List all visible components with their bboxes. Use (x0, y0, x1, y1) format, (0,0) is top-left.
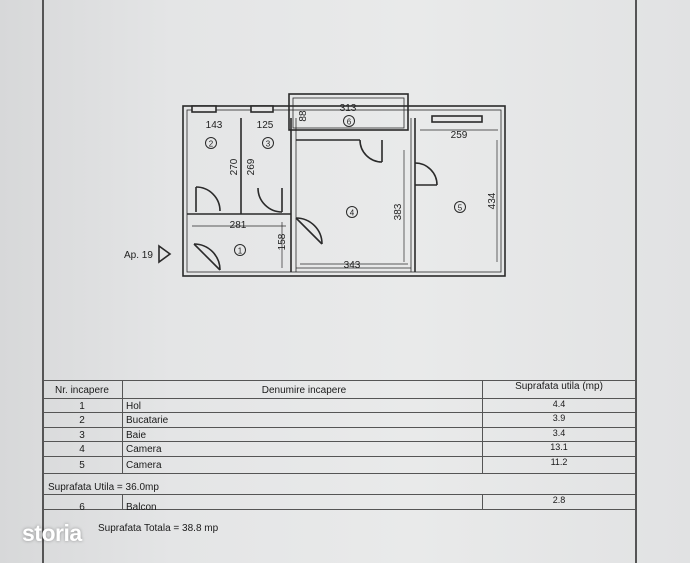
dim-125: 125 (257, 120, 274, 131)
row-name: Camera (126, 459, 162, 471)
row-area: 13.1 (550, 442, 568, 452)
table-row: 3 Baie 3.4 (42, 427, 636, 442)
dim-88: 88 (298, 110, 309, 122)
dim-158: 158 (277, 233, 288, 250)
dim-434: 434 (487, 192, 498, 209)
room-marker-4: 4 (350, 209, 355, 218)
row-nr: 4 (79, 444, 85, 455)
room-marker-3: 3 (266, 140, 271, 149)
dim-383: 383 (393, 203, 404, 220)
row-area: 2.8 (552, 495, 566, 505)
dim-343: 343 (344, 260, 361, 271)
row-nr: 5 (79, 459, 85, 471)
dim-281: 281 (230, 220, 247, 231)
row-name: Balcon (126, 501, 157, 513)
header-area: Suprafata utila (mp) (515, 381, 603, 392)
floor-plan: 143 125 313 259 281 343 88 270 269 158 3… (124, 93, 506, 277)
balcony-row: 6 Balcon 2.8 (42, 494, 636, 513)
row-name: Baie (126, 429, 147, 441)
entrance-label: Ap. 19 (124, 250, 153, 261)
suprafata-totala: Suprafata Totala = 38.8 mp (98, 523, 219, 534)
row-area: 3.4 (552, 428, 566, 438)
row-nr: 6 (79, 501, 85, 513)
suprafata-utila: Suprafata Utila = 36.0mp (48, 482, 159, 493)
row-name: Hol (126, 400, 142, 412)
room-marker-1: 1 (238, 247, 243, 256)
dim-269: 269 (246, 158, 257, 175)
room-marker-2: 2 (209, 140, 214, 149)
table-row: 4 Camera 13.1 (42, 441, 636, 457)
row-nr: 3 (79, 429, 85, 441)
table-row: 1 Hol 4.4 (42, 398, 636, 413)
header-nr: Nr. incapere (55, 384, 109, 396)
dim-143: 143 (206, 120, 223, 131)
row-name: Bucatarie (126, 415, 169, 426)
row-nr: 1 (79, 400, 85, 412)
row-area: 4.4 (552, 399, 566, 409)
page-border-right (635, 0, 637, 563)
dim-270: 270 (229, 158, 240, 175)
room-marker-5: 5 (458, 204, 463, 213)
row-nr: 2 (79, 415, 85, 426)
table-header: Nr. incapere Denumire incapere Suprafata… (42, 380, 636, 399)
room-marker-6: 6 (347, 118, 352, 127)
table-row: 5 Camera 11.2 (42, 456, 636, 474)
page-border-left (42, 0, 44, 563)
dim-313: 313 (340, 103, 357, 114)
storia-logo: storia (22, 520, 82, 546)
header-name: Denumire incapere (261, 384, 347, 396)
dim-259: 259 (451, 130, 468, 141)
row-area: 3.9 (552, 413, 566, 423)
row-area: 11.2 (550, 457, 568, 467)
row-name: Camera (126, 444, 162, 455)
table-row: 2 Bucatarie 3.9 (42, 412, 636, 428)
